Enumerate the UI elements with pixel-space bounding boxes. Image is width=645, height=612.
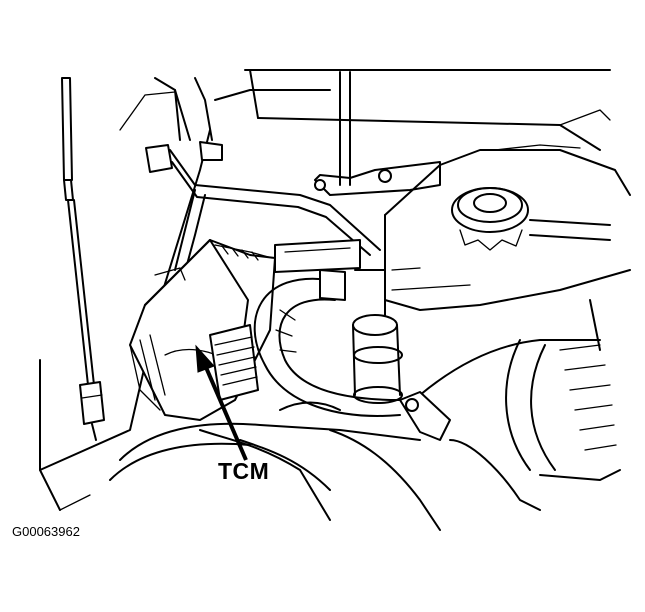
air-intake-duct [399, 299, 621, 511]
mounting-bracket [314, 161, 441, 196]
transmission-control-module [129, 239, 276, 421]
pointer-arrow-icon [195, 344, 248, 461]
hood-support-strut [61, 77, 105, 441]
intake-manifold [59, 401, 441, 531]
radiator-hose [253, 269, 401, 417]
figure-id: G00063962 [12, 524, 80, 539]
brake-line-tube [145, 141, 381, 273]
hood-prop-rods [174, 71, 351, 186]
coolant-reservoir [384, 144, 631, 311]
tcm-callout-label: TCM [218, 458, 270, 484]
engine-component-cylinder [274, 239, 403, 404]
